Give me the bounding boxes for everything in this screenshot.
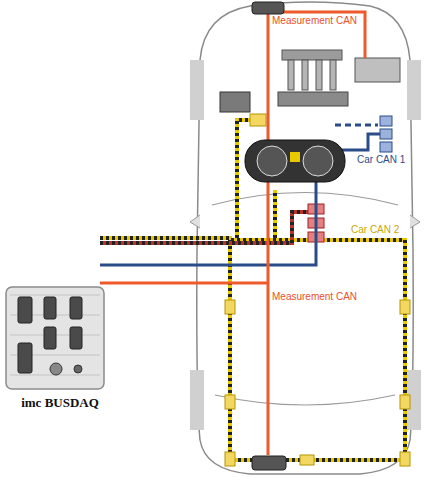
connector [50,363,62,375]
device-node: imc BUSDAQ [4,283,116,411]
red-bus-wire [100,212,308,243]
car-can-1-wire [100,125,380,265]
wheel [190,60,204,120]
measurement-can-wire [100,12,365,455]
connector [44,297,56,319]
connector [70,297,82,319]
engine-parts [220,50,400,112]
wheel [407,60,421,120]
bus-label: Car CAN 1 [356,154,406,166]
measurement-module [252,2,284,14]
led [74,365,82,373]
fin [10,295,100,296]
connector [70,327,82,349]
measurement-module [252,456,286,470]
bus-label: Measurement CAN [271,15,358,27]
busdaq-illustration [4,283,108,395]
mirror [190,215,200,228]
wheel [190,370,204,430]
housing [6,287,104,389]
mirror [410,215,420,228]
bus-label: Measurement CAN [271,291,358,303]
connector [44,327,56,349]
bus-label: Car CAN 2 [350,224,400,236]
windscreen [212,193,398,206]
device-label: imc BUSDAQ [4,395,116,411]
car-can-2-wire [100,120,405,460]
car-can-2-nodes [225,114,410,466]
connector [18,343,32,373]
instrument-cluster [245,140,345,182]
connector [18,297,32,323]
rear-window [215,395,395,405]
car-can-1-nodes [380,116,392,152]
